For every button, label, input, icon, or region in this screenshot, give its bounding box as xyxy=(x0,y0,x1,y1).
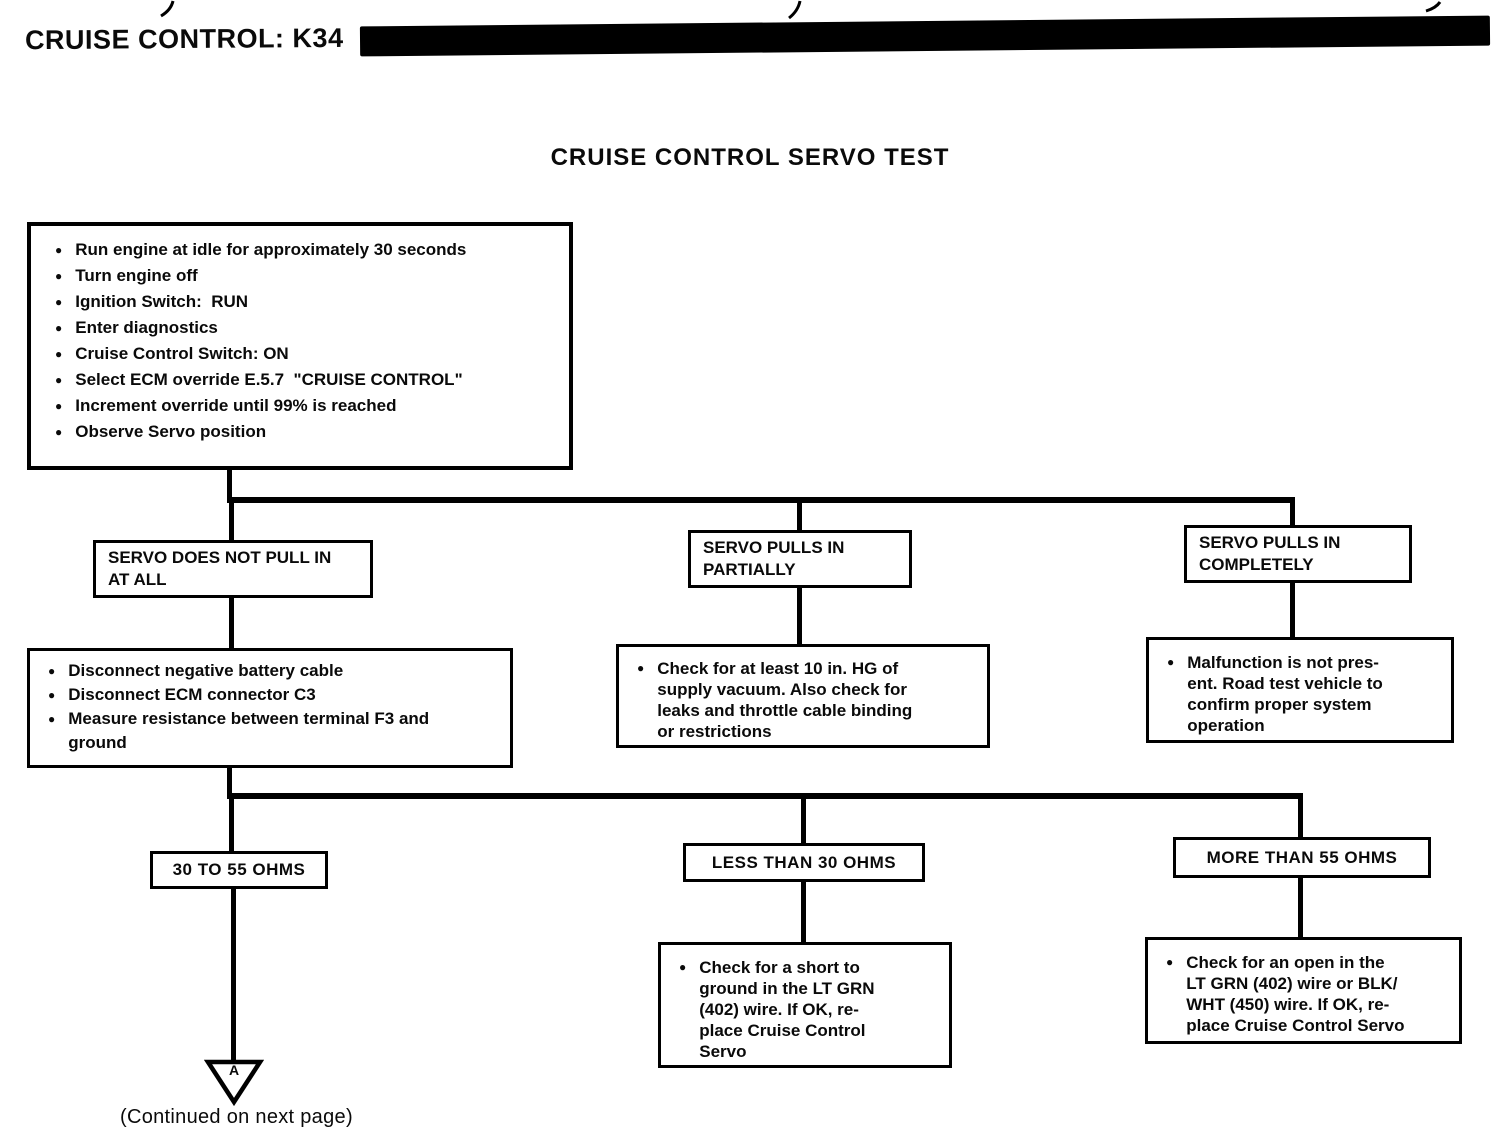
bullet-item: ● Ignition Switch: RUN xyxy=(49,289,553,315)
continued-caption: (Continued on next page) xyxy=(120,1106,353,1128)
bullet-icon: ● xyxy=(1167,655,1175,669)
bullet-icon: ● xyxy=(55,295,63,309)
bullet-item: ● Turn engine off xyxy=(49,263,553,289)
connector-line xyxy=(1290,502,1295,528)
bullet-icon: ● xyxy=(679,960,687,974)
action-box-resistance-check: ● Disconnect negative battery cable ● Di… xyxy=(27,648,513,768)
bullet-item: ● Increment override until 99% is reache… xyxy=(49,393,553,419)
action-box-short-to-ground: ● Check for a short to ground in the LT … xyxy=(658,942,952,1068)
bullet-item: ● Check for at least 10 in. HG of supply… xyxy=(631,658,975,742)
condition-box-30-to-55-ohms: 30 TO 55 OHMS xyxy=(150,851,328,889)
condition-text: SERVO DOES NOT PULL IN AT ALL xyxy=(108,548,332,589)
condition-text: MORE THAN 55 OHMS xyxy=(1206,847,1398,867)
connector-line xyxy=(1298,798,1303,840)
connector-line xyxy=(229,502,234,544)
bullet-icon: ● xyxy=(1166,955,1174,969)
condition-box-servo-pulls-completely: SERVO PULLS IN COMPLETELY xyxy=(1184,525,1412,583)
condition-box-servo-pulls-partially: SERVO PULLS IN PARTIALLY xyxy=(688,530,912,588)
step-text: Run engine at idle for approximately 30 … xyxy=(75,240,467,259)
action-text: Check for a short to ground in the LT GR… xyxy=(699,958,875,1061)
flowchart-title: CRUISE CONTROL SERVO TEST xyxy=(550,144,950,171)
step-text: Increment override until 99% is reached xyxy=(75,396,397,415)
connector-line xyxy=(229,798,234,853)
start-steps-box: ● Run engine at idle for approximately 3… xyxy=(27,222,573,470)
scan-artifact-marks xyxy=(160,0,1442,20)
bullet-item: ● Check for a short to ground in the LT … xyxy=(673,957,937,1062)
connector-line xyxy=(227,470,232,502)
connector-line xyxy=(229,597,234,650)
bullet-item: ● Disconnect negative battery cable xyxy=(42,659,498,683)
continuation-triangle-icon xyxy=(204,1059,264,1106)
bullet-icon: ● xyxy=(55,243,63,257)
condition-box-less-than-30-ohms: LESS THAN 30 OHMS xyxy=(683,843,925,882)
action-box-vacuum-check: ● Check for at least 10 in. HG of supply… xyxy=(616,644,990,748)
condition-text: 30 TO 55 OHMS xyxy=(172,860,306,879)
connector-line xyxy=(801,880,806,944)
connector-line xyxy=(227,497,1295,503)
bullet-item: ● Measure resistance between terminal F3… xyxy=(42,707,498,755)
action-box-no-malfunction: ● Malfunction is not pres- ent. Road tes… xyxy=(1146,637,1454,743)
connector-line xyxy=(797,502,802,534)
connector-line xyxy=(1290,582,1295,639)
bullet-item: ● Select ECM override E.5.7 "CRUISE CONT… xyxy=(49,367,553,393)
bullet-item: ● Disconnect ECM connector C3 xyxy=(42,683,498,707)
action-text: Measure resistance between terminal F3 a… xyxy=(68,709,430,752)
bullet-icon: ● xyxy=(48,712,56,726)
connector-line xyxy=(231,887,236,1063)
connector-line xyxy=(797,587,802,646)
action-box-open-wire: ● Check for an open in the LT GRN (402) … xyxy=(1145,937,1462,1044)
action-text: Malfunction is not pres- ent. Road test … xyxy=(1187,653,1383,735)
condition-box-more-than-55-ohms: MORE THAN 55 OHMS xyxy=(1173,837,1431,878)
bullet-icon: ● xyxy=(48,688,56,702)
bullet-item: ● Enter diagnostics xyxy=(49,315,553,341)
continuation-label: A xyxy=(228,1062,240,1078)
condition-text: LESS THAN 30 OHMS xyxy=(711,852,897,872)
bullet-item: ● Run engine at idle for approximately 3… xyxy=(49,237,553,263)
step-text: Ignition Switch: RUN xyxy=(75,292,249,311)
bullet-icon: ● xyxy=(55,425,63,439)
bullet-icon: ● xyxy=(55,373,63,387)
condition-text: SERVO PULLS IN COMPLETELY xyxy=(1199,533,1341,574)
connector-line xyxy=(801,798,806,846)
condition-box-servo-not-pull-in: SERVO DOES NOT PULL IN AT ALL xyxy=(93,540,373,598)
bullet-item: ● Observe Servo position xyxy=(49,419,553,445)
action-text: Disconnect ECM connector C3 xyxy=(68,685,316,704)
bullet-icon: ● xyxy=(55,347,63,361)
connector-line xyxy=(1298,876,1303,939)
step-text: Enter diagnostics xyxy=(75,318,218,337)
step-text: Cruise Control Switch: ON xyxy=(75,344,289,363)
bullet-item: ● Check for an open in the LT GRN (402) … xyxy=(1160,952,1447,1036)
step-text: Turn engine off xyxy=(75,266,198,285)
bullet-icon: ● xyxy=(55,321,63,335)
condition-text: SERVO PULLS IN PARTIALLY xyxy=(703,538,845,579)
bullet-item: ● Malfunction is not pres- ent. Road tes… xyxy=(1161,652,1439,736)
bullet-item: ● Cruise Control Switch: ON xyxy=(49,341,553,367)
action-text: Check for an open in the LT GRN (402) wi… xyxy=(1186,953,1405,1035)
step-text: Select ECM override E.5.7 "CRUISE CONTRO… xyxy=(75,370,463,389)
action-text: Disconnect negative battery cable xyxy=(68,661,344,680)
bullet-icon: ● xyxy=(55,269,63,283)
connector-line xyxy=(227,766,232,798)
page-header-title: CRUISE CONTROL: K34 xyxy=(24,22,344,56)
bullet-icon: ● xyxy=(48,664,56,678)
action-text: Check for at least 10 in. HG of supply v… xyxy=(657,659,913,741)
step-text: Observe Servo position xyxy=(75,422,267,441)
bullet-icon: ● xyxy=(637,661,645,675)
bullet-icon: ● xyxy=(55,399,63,413)
connector-line xyxy=(227,793,1303,799)
